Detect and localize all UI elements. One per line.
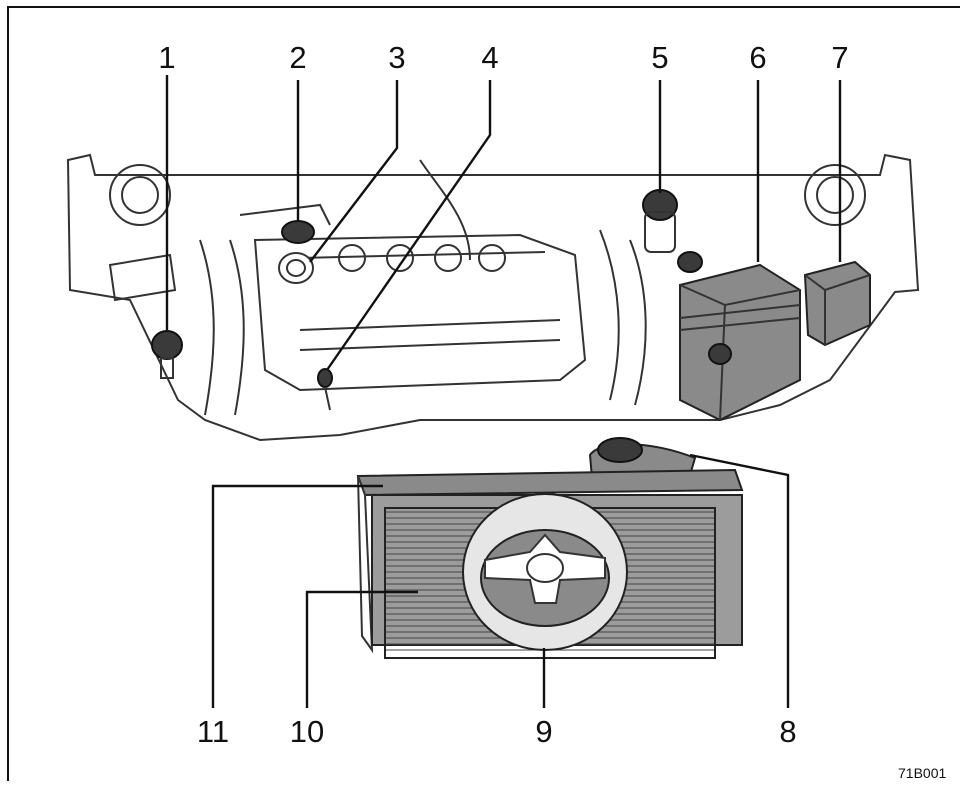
callout-11: 11 (197, 714, 229, 749)
callout-8: 8 (779, 714, 796, 749)
callout-1: 1 (158, 40, 175, 75)
callout-3: 3 (388, 40, 405, 75)
engine-bay (66, 153, 920, 442)
callout-4: 4 (481, 40, 498, 75)
radiator (356, 468, 744, 659)
callout-10: 10 (290, 714, 324, 749)
leader-lines (165, 75, 842, 708)
callout-7: 7 (831, 40, 848, 75)
callout-5: 5 (651, 40, 668, 75)
callout-6: 6 (749, 40, 766, 75)
fuse-box (803, 260, 871, 347)
figure-code: 71B001 (898, 765, 946, 781)
callout-numbers: 1 2 3 4 5 6 7 8 9 10 11 (158, 40, 848, 749)
coolant-reservoir (588, 437, 697, 480)
battery (677, 251, 801, 422)
figure-frame (7, 6, 960, 781)
callout-9: 9 (535, 714, 552, 749)
callout-2: 2 (289, 40, 306, 75)
